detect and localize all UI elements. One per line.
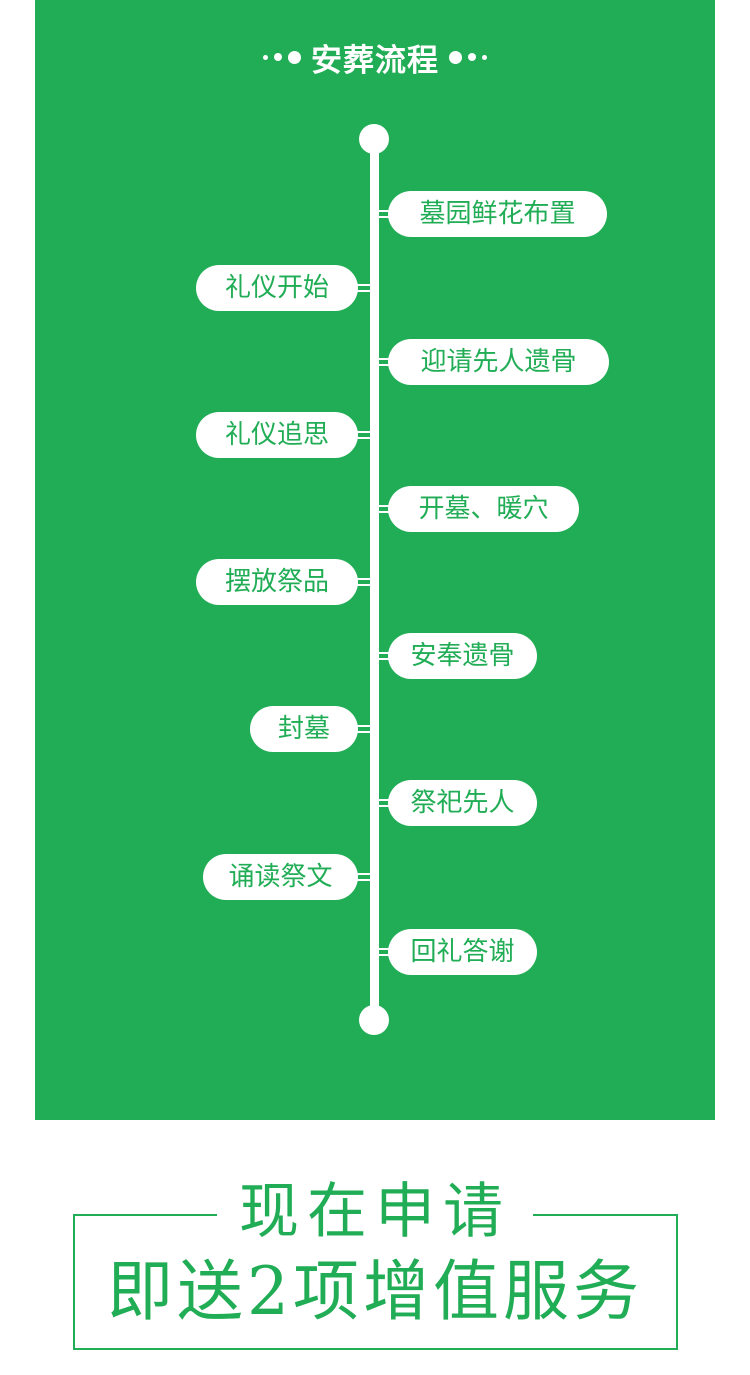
step-connector [378, 505, 392, 513]
step-connector [357, 578, 371, 586]
timeline-axis [370, 138, 379, 1020]
step-connector [357, 725, 371, 733]
decor-dot [449, 50, 462, 64]
step-connector [378, 799, 392, 807]
timeline-end-node [359, 1005, 389, 1035]
step-connector [378, 210, 392, 218]
cta-offer-text: 即送2项增值服务 [107, 1253, 643, 1330]
decor-dot [482, 54, 487, 60]
step-thanks: 回礼答谢 [388, 929, 537, 975]
step-offerings: 摆放祭品 [196, 559, 358, 605]
step-memorial: 礼仪追思 [196, 412, 358, 458]
decor-dot [263, 54, 268, 60]
step-worship: 祭祀先人 [388, 780, 537, 826]
step-ceremony-start: 礼仪开始 [196, 265, 358, 311]
decor-dot [468, 53, 476, 61]
cta-headline: 现在申请 [0, 1176, 750, 1248]
step-receive-remains: 迎请先人遗骨 [388, 339, 609, 385]
section-title-text: 安葬流程 [311, 42, 439, 79]
step-connector [357, 431, 371, 439]
step-connector [378, 358, 392, 366]
step-connector [357, 873, 371, 881]
step-open-tomb: 开墓、暖穴 [388, 486, 579, 532]
timeline-start-node [359, 124, 389, 154]
step-flowers-setup: 墓园鲜花布置 [388, 191, 607, 237]
step-connector [378, 948, 392, 956]
step-connector [378, 652, 392, 660]
step-read-eulogy: 诵读祭文 [203, 854, 358, 900]
decor-dot [274, 53, 282, 61]
step-seal-tomb: 封墓 [250, 706, 358, 752]
step-connector [357, 284, 371, 292]
step-enshrine-remains: 安奉遗骨 [388, 633, 537, 679]
section-title: 安葬流程 [0, 34, 750, 80]
cta-headline-text: 现在申请 [217, 1176, 533, 1248]
decor-dot [288, 50, 301, 64]
